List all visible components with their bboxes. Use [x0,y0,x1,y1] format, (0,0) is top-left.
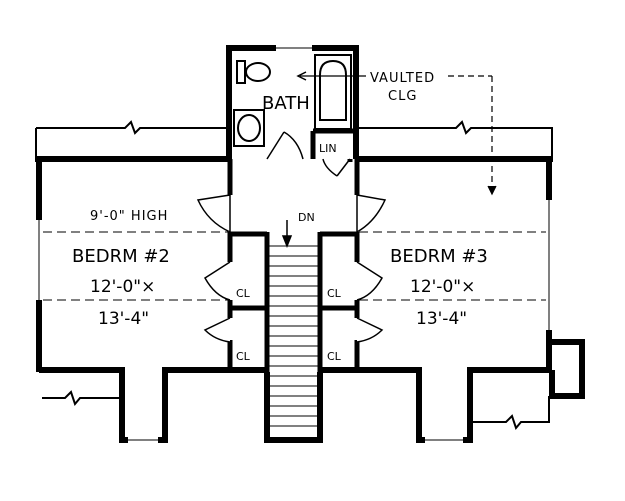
closet-label-lower-right: CL [327,350,342,363]
vaulted-leader [296,71,497,196]
bedroom-3-name: BEDRM #3 [390,246,488,267]
sink-basin [237,114,261,142]
closet-label-lower-left: CL [236,350,251,363]
bedroom-2-name: BEDRM #2 [72,246,170,267]
bedroom-2-width: 12'-0"× [90,277,155,297]
bath-door [266,131,304,160]
stair-treads [269,245,318,427]
linen-door [322,158,351,177]
bath-label: BATH [262,93,310,114]
bath-fixtures [233,54,352,147]
linen-label: LIN [319,142,337,155]
stair-down-arrow [281,220,293,249]
bedroom-3-depth: 13'-4" [416,309,467,329]
closet-label-upper-right: CL [327,287,342,300]
bathtub [314,54,352,130]
bedroom-2-depth: 13'-4" [98,309,149,329]
interior-walls [227,128,360,372]
break-lines [42,390,550,431]
sink-counter [233,109,265,147]
stair-dn-label: DN [298,211,315,224]
toilet-bowl [245,62,271,82]
bedroom-3-width: 12'-0"× [410,277,475,297]
ceiling-height-label: 9'-0" HIGH [90,209,168,224]
bedroom-doors [196,194,387,343]
vaulted-label: VAULTED [370,71,435,86]
vaulted-clg-label: CLG [388,89,417,104]
closet-label-upper-left: CL [236,287,251,300]
toilet-tank [236,60,246,84]
windows [35,45,553,444]
dashed-lines [43,231,546,301]
